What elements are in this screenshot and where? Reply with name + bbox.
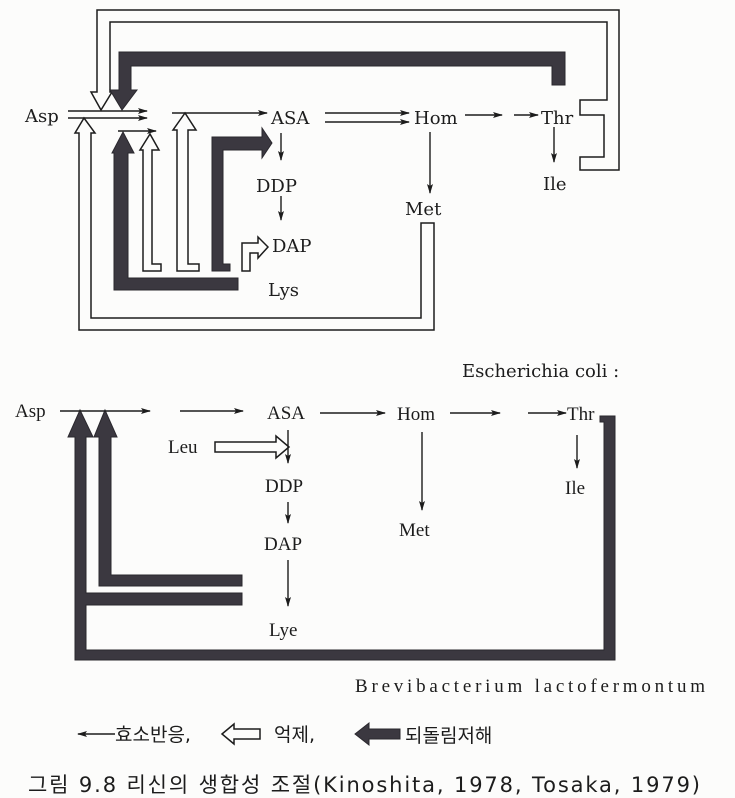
legend-enzyme-reaction: 효소반응, bbox=[115, 724, 191, 746]
node-met: Met bbox=[399, 520, 430, 541]
node-asa: ASA bbox=[270, 108, 310, 129]
node-ile: Ile bbox=[565, 478, 585, 499]
legend-repression-arrow-icon bbox=[220, 722, 261, 746]
lys-feedback-arrow-1 bbox=[111, 130, 239, 291]
legend-repression: 억제, bbox=[274, 724, 315, 746]
node-ddp: DDP bbox=[265, 476, 303, 497]
met-repression-arrow bbox=[73, 116, 435, 331]
node-dap: DAP bbox=[272, 236, 312, 257]
legend: 효소반응, 억제, 되돌림저해 bbox=[77, 721, 492, 747]
lys-repression-arrow-1 bbox=[138, 132, 162, 272]
dap-repression-arrow bbox=[241, 235, 270, 272]
node-hom: Hom bbox=[397, 404, 435, 425]
node-asa: ASA bbox=[267, 403, 305, 424]
node-asp: Asp bbox=[15, 401, 46, 422]
node-lys: Lys bbox=[268, 280, 299, 301]
thr-repression-arrow bbox=[89, 9, 620, 171]
node-dap: DAP bbox=[264, 534, 302, 555]
node-met: Met bbox=[405, 199, 442, 220]
node-thr: Thr bbox=[567, 404, 595, 425]
organism-label-ecoli: Escherichia coli : bbox=[462, 361, 619, 382]
top-diagram: Asp ASA Hom Thr Ile Met DDP DAP Lys Esch… bbox=[24, 9, 620, 382]
organism-label-brevibacterium: Brevibacterium lactofermontum bbox=[355, 676, 705, 697]
lys-feedback-arrow bbox=[93, 408, 243, 587]
legend-feedback-arrow-icon bbox=[354, 721, 401, 747]
node-hom: Hom bbox=[414, 108, 458, 129]
figure-caption: 그림 9.8 리신의 생합성 조절(Kinoshita, 1978, Tosak… bbox=[28, 773, 700, 797]
node-lye: Lye bbox=[269, 620, 298, 641]
node-leu: Leu bbox=[168, 437, 198, 458]
node-asp: Asp bbox=[24, 106, 59, 127]
node-thr: Thr bbox=[541, 108, 574, 129]
lys-feedback-arrow-2 bbox=[211, 126, 273, 272]
leu-repression-arrow bbox=[214, 434, 291, 460]
node-ddp: DDP bbox=[256, 176, 297, 197]
thr-feedback-arrow bbox=[109, 51, 566, 111]
lys-repression-arrow-2 bbox=[171, 111, 200, 272]
legend-feedback-inhibition: 되돌림저해 bbox=[405, 725, 492, 747]
node-ile: Ile bbox=[543, 174, 567, 195]
thr-lys-feedback-arrow bbox=[67, 408, 616, 661]
bottom-diagram: Asp ASA Hom Thr Ile Met DDP DAP Lye Leu … bbox=[15, 401, 705, 697]
